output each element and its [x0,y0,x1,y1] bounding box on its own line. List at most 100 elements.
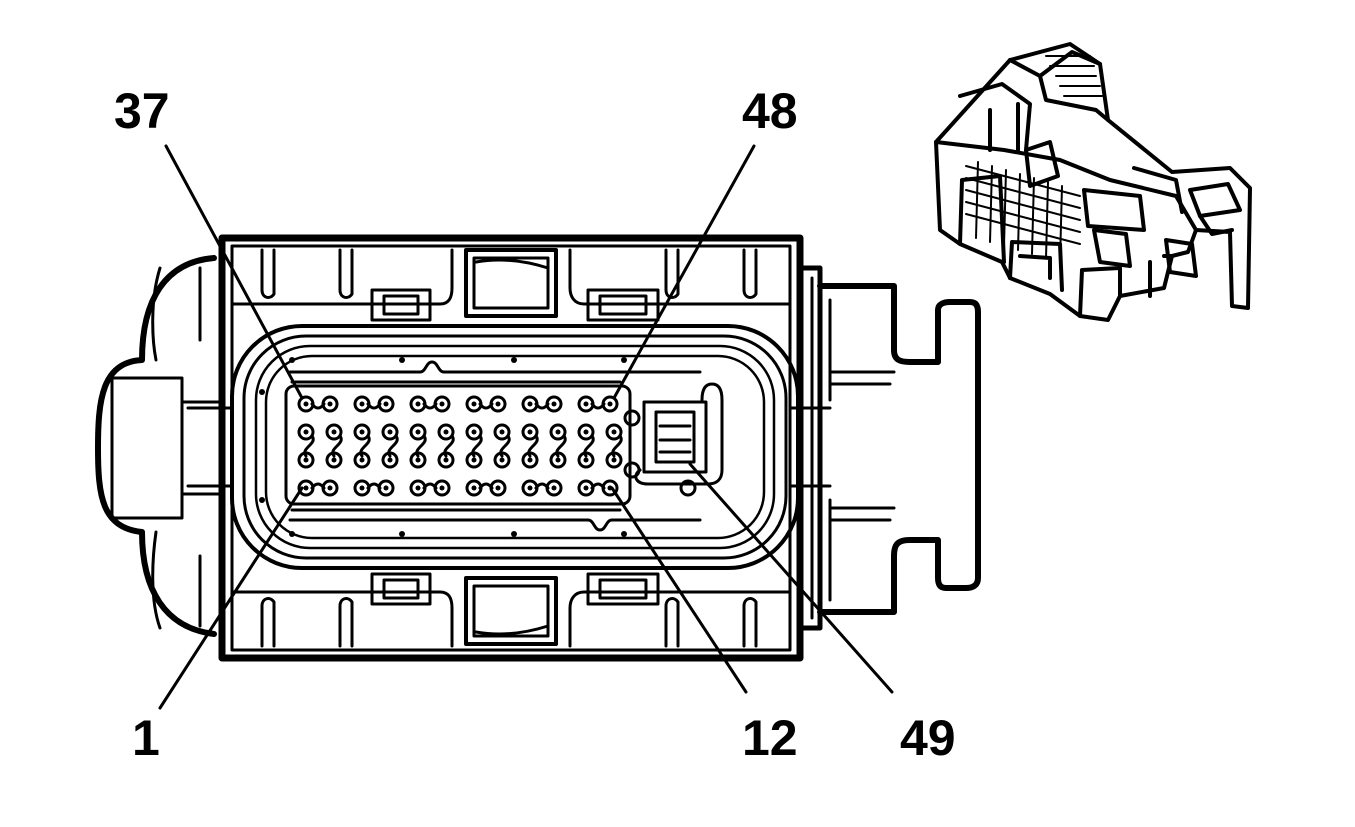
pin-center [331,429,337,435]
pin-center [611,429,617,435]
pin-cavity [381,423,399,441]
pin-cavity [521,423,539,441]
pin-center [303,401,309,407]
leader-37 [164,144,304,400]
pin-link [359,434,371,458]
pin-center [555,457,561,463]
pin-center [415,485,421,491]
pin-center [327,401,333,407]
leader-48 [612,144,756,400]
pin-center [327,485,333,491]
pin-label-49: 49 [900,710,956,766]
pin-center [303,485,309,491]
pin-center [359,401,365,407]
right-key [817,283,981,615]
pin-center [611,457,617,463]
pin-link [555,434,567,458]
pin-label-1: 1 [132,710,160,766]
pin-center [387,457,393,463]
pin-link [310,402,326,410]
pin-center [527,401,533,407]
pin-center [359,457,365,463]
pin-center [439,401,445,407]
pin-link [422,402,438,410]
pin-link [478,402,494,410]
pin-center [303,429,309,435]
pin-link [478,482,494,490]
pin-center [527,457,533,463]
pin-link [583,434,595,458]
pin-link [310,482,326,490]
leader-49 [688,462,894,694]
pin-center [583,401,589,407]
pin-link [387,434,399,458]
leader-lines [158,144,894,710]
pin-center [495,485,501,491]
left-latch [95,255,217,637]
pin-link [443,434,455,458]
connector-face-view [95,234,981,662]
pin-center [415,401,421,407]
pin-link [590,482,606,490]
pin-center [383,485,389,491]
pin-link [415,434,427,458]
pin-center [303,457,309,463]
pin-center [583,429,589,435]
pin-cavity [605,423,623,441]
pin-center [495,401,501,407]
pin-link [366,482,382,490]
pin-label-37: 37 [114,83,170,139]
pin-center [499,457,505,463]
pin-center [415,429,421,435]
pin-cavity [493,423,511,441]
pin-center [551,485,557,491]
connector-isometric-view [934,42,1252,322]
pin-cavity [465,423,483,441]
pin-link [303,434,315,458]
pin-link [366,402,382,410]
pin-link [422,482,438,490]
pin-label-48: 48 [742,83,798,139]
pin-cavity [437,423,455,441]
pin-center [383,401,389,407]
pin-center [583,485,589,491]
pin-link [611,434,623,458]
leader-1 [158,486,304,710]
pin-center [415,457,421,463]
pin-cavity [353,423,371,441]
pin-center [583,457,589,463]
pin-center [551,401,557,407]
pin-link [499,434,511,458]
pin-center [607,401,613,407]
pin-center [471,485,477,491]
pin-center [471,457,477,463]
pin-center [555,429,561,435]
pin-center [443,457,449,463]
pin-center [527,485,533,491]
pin-center [359,485,365,491]
pin-center [387,429,393,435]
pin-link [534,482,550,490]
pin-center [331,457,337,463]
pin-link [331,434,343,458]
pin-center [443,429,449,435]
pin-center [471,429,477,435]
pin-cavity [577,423,595,441]
pin-center [439,485,445,491]
pin-cavity [325,423,343,441]
pin-label-12: 12 [742,710,798,766]
pin-cavity [409,423,427,441]
pin-cavity [297,423,315,441]
pin-cavity [549,423,567,441]
pin-link [534,402,550,410]
leader-12 [610,486,748,694]
pin-cavity-grid [297,395,623,497]
pin-link [527,434,539,458]
pin-center [359,429,365,435]
pin-center [499,429,505,435]
pin-link [471,434,483,458]
pin-center [471,401,477,407]
pin-link [590,402,606,410]
pin-center [527,429,533,435]
